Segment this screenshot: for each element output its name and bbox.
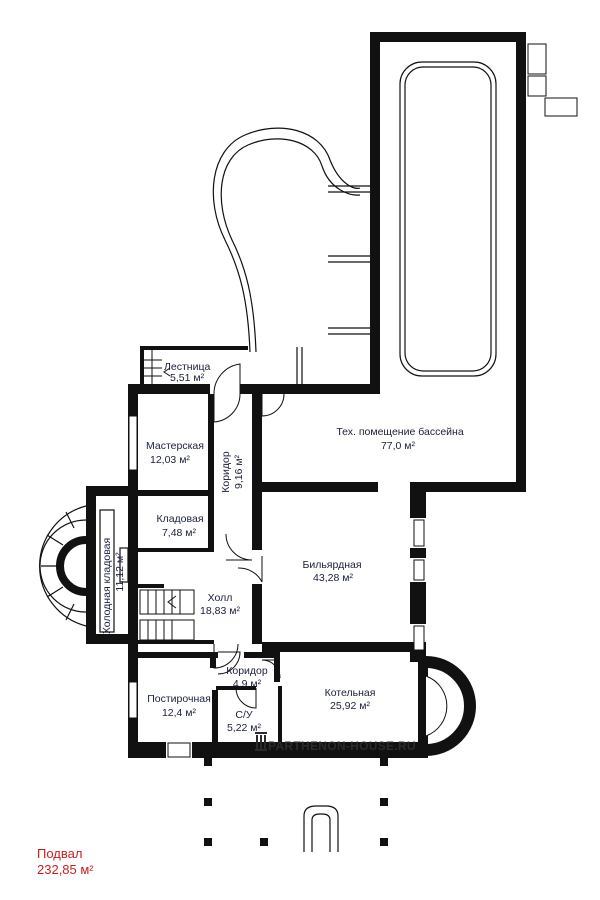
room-name-boiler: Котельная xyxy=(325,687,376,699)
room-name-billiard: Бильярдная xyxy=(302,559,361,571)
room-name-laundry: Постирочная xyxy=(147,693,211,705)
room-area-corridor-1: 9,16 м² xyxy=(233,454,245,489)
room-area-wc: 5,22 м² xyxy=(227,722,262,734)
room-area-laundry: 12,4 м² xyxy=(162,707,197,719)
boiler-bay xyxy=(425,656,476,756)
columns xyxy=(204,758,388,846)
room-area-workshop: 12,03 м² xyxy=(150,454,190,466)
stairs xyxy=(139,350,195,641)
windows xyxy=(128,415,425,758)
room-area-pool-tech: 77,0 м² xyxy=(381,440,416,452)
room-labels: Лестница 5,51 м² Мастерская 12,03 м² Кор… xyxy=(101,361,464,734)
cold-pantry-bay xyxy=(39,505,129,633)
room-name-pantry: Кладовая xyxy=(156,513,203,525)
room-name-cold-pantry: Холодная кладовая xyxy=(101,538,113,634)
room-area-pantry: 7,48 м² xyxy=(162,527,197,539)
room-area-billiard: 43,28 м² xyxy=(313,572,353,584)
walls xyxy=(86,32,526,758)
room-name-workshop: Мастерская xyxy=(146,440,204,452)
room-area-cold-pantry: 11,12 м² xyxy=(114,552,126,592)
floor-name: Подвал xyxy=(37,846,83,861)
parthenon-logo-icon xyxy=(255,732,267,751)
watermark-text: PARTHENON-HOUSE.RU xyxy=(268,739,416,753)
room-name-pool-tech: Тех. помещение бассейна xyxy=(336,426,463,438)
room-name-wc: С/У xyxy=(235,709,253,721)
watermark: PARTHENON-HOUSE.RU xyxy=(255,732,416,753)
pool xyxy=(399,43,578,377)
room-area-corridor-2: 4,9 м² xyxy=(233,678,262,690)
room-name-hall: Холл xyxy=(208,592,233,604)
room-name-corridor-1: Коридор xyxy=(220,451,232,493)
terrace-curve xyxy=(212,127,372,386)
room-name-corridor-2: Коридор xyxy=(226,665,268,677)
room-name-stair-top: Лестница xyxy=(164,361,210,373)
porch-fountain xyxy=(303,805,339,852)
room-area-stair-top: 5,51 м² xyxy=(170,372,205,384)
room-area-boiler: 25,92 м² xyxy=(330,700,370,712)
room-area-hall: 18,83 м² xyxy=(200,605,240,617)
doors xyxy=(213,363,285,709)
floor-area: 232,85 м² xyxy=(37,862,94,877)
